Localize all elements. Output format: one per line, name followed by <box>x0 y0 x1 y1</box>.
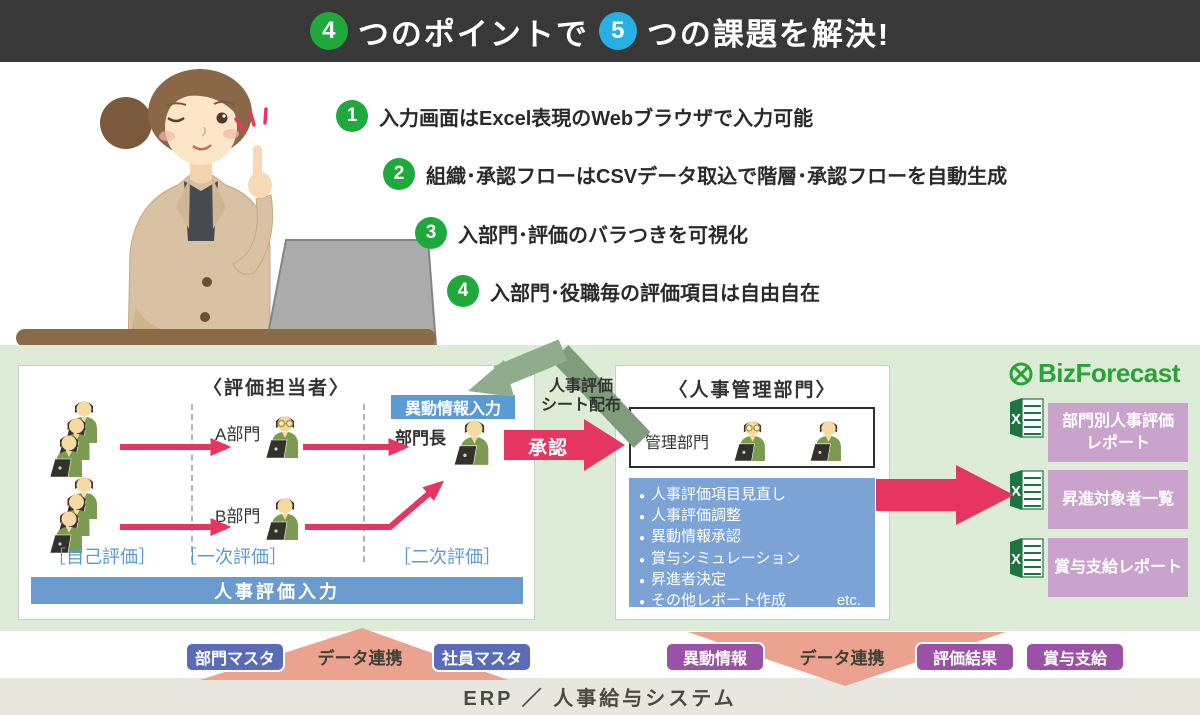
dept-b-label: B部門 <box>215 507 261 526</box>
point-3-text: 入部門･評価のバラつきを可視化 <box>458 224 748 247</box>
point-1-number: 1 <box>336 100 368 132</box>
banner-badge-4: 4 <box>309 12 348 50</box>
etc-label: etc. <box>836 592 861 610</box>
chip-bonus-pay: 賞与支給 <box>1025 642 1125 672</box>
stage-second-label: ［二次評価］ <box>393 547 501 567</box>
hr-box-title: 〈人事管理部門〉 <box>668 380 837 401</box>
stage-self-label: ［自己評価］ <box>48 547 156 567</box>
excel-icon-2: X <box>1010 470 1044 510</box>
brand-logo: BizForecast <box>1008 358 1180 389</box>
banner-text-solve: つの課題を解決! <box>646 16 891 52</box>
brand-name: BizForecast <box>1038 358 1180 388</box>
desk <box>16 329 436 347</box>
admin-person-1-icon <box>731 418 774 462</box>
point-4: 4 入部門･役職毎の評価項目は自由自在 <box>447 275 820 307</box>
point-4-text: 入部門･役職毎の評価項目は自由自在 <box>490 282 820 305</box>
hr-input-bar: 人事評価入力 <box>31 577 523 604</box>
point-3: 3 入部門･評価のバラつきを可視化 <box>415 217 748 249</box>
evaluators-box-title: 〈評価担当者〉 <box>202 378 350 399</box>
dept-head-label: 部門長 <box>395 429 446 448</box>
dept-a-label: A部門 <box>215 425 261 444</box>
erp-bar: ERP ／ 人事給与システム <box>0 678 1200 715</box>
task-item: ●人事評価項目見直し <box>639 486 787 503</box>
admin-dept-label: 管理部門 <box>645 435 710 452</box>
point-2-text: 組織･承認フローはCSVデータ取込で階層･承認フローを自動生成 <box>426 165 1008 188</box>
point-4-number: 4 <box>447 275 479 307</box>
admin-person-2-icon <box>809 420 842 462</box>
data-link-label-right: データ連携 <box>799 649 885 668</box>
woman-illustration <box>16 69 438 347</box>
task-item: ●人事評価調整 <box>639 507 742 525</box>
transfer-info-label: 異動情報入力 <box>391 395 515 419</box>
emphasis-marks <box>234 107 268 133</box>
divider-dashed-2 <box>363 404 365 562</box>
stage-first-label: ［一次評価］ <box>179 547 287 567</box>
task-item: ●賞与シミュレーション <box>639 549 801 567</box>
approval-label: 承認 <box>528 438 569 459</box>
hr-tasks-box: ●人事評価項目見直し ●人事評価調整 ●異動情報承認 ●賞与シミュレーション ●… <box>629 478 875 609</box>
bizforecast-logo-icon <box>1009 362 1033 385</box>
svg-text:X: X <box>1011 483 1021 500</box>
point-2: 2 組織･承認フローはCSVデータ取込で階層･承認フローを自動生成 <box>383 158 1007 190</box>
task-item: ●昇進者決定 <box>639 570 727 588</box>
chip-transfer-info: 異動情報 <box>665 642 765 672</box>
banner-badge-5: 5 <box>598 12 637 50</box>
report-box-promotion: 昇進対象者一覧 <box>1048 470 1188 529</box>
top-banner: 4 つのポイントで 5 つの課題を解決! <box>0 0 1200 62</box>
task-item: ●異動情報承認 <box>639 528 742 546</box>
chip-dept-master: 部門マスタ <box>185 642 285 672</box>
report-box-dept-eval: 部門別人事評価レポート <box>1048 403 1188 462</box>
point-1-text: 入力画面はExcel表現のWebブラウザで入力可能 <box>379 107 814 130</box>
chip-employee-master: 社員マスタ <box>432 642 532 672</box>
hr-management-box: 〈人事管理部門〉 管理部門 ●人事評価項目見直し ●人事評価調整 ●異動情報承認… <box>615 365 890 620</box>
dept-head-person-icon <box>453 420 489 466</box>
svg-text:X: X <box>1011 551 1021 568</box>
point-1: 1 入力画面はExcel表現のWebブラウザで入力可能 <box>336 100 813 132</box>
point-3-number: 3 <box>415 217 447 249</box>
svg-text:X: X <box>1011 411 1021 428</box>
chip-eval-result: 評価結果 <box>915 642 1015 672</box>
admin-dept-box: 管理部門 <box>629 407 875 468</box>
employee-group-1-icon <box>49 401 98 478</box>
erp-bar-label: ERP ／ 人事給与システム <box>463 688 737 710</box>
employee-group-2-icon <box>49 477 98 554</box>
dept-b-person-icon <box>265 498 299 541</box>
excel-icon-1: X <box>1010 398 1044 438</box>
excel-icon-3: X <box>1010 538 1044 578</box>
data-link-label-left: データ連携 <box>317 649 403 668</box>
point-2-number: 2 <box>383 158 415 190</box>
hair-bun <box>100 97 152 149</box>
report-box-bonus: 賞与支給レポート <box>1048 538 1188 597</box>
dept-a-person-icon <box>265 413 305 459</box>
divider-dashed-1 <box>191 404 193 562</box>
sheet-distribution-label: 人事評価 シート配布 <box>540 378 621 414</box>
banner-text-points: つのポイントで <box>357 16 589 52</box>
evaluators-box: 〈評価担当者〉 A部門 B部門 異動情報入力 部門長 ［自己評価］ ［一次評価］… <box>18 365 535 620</box>
